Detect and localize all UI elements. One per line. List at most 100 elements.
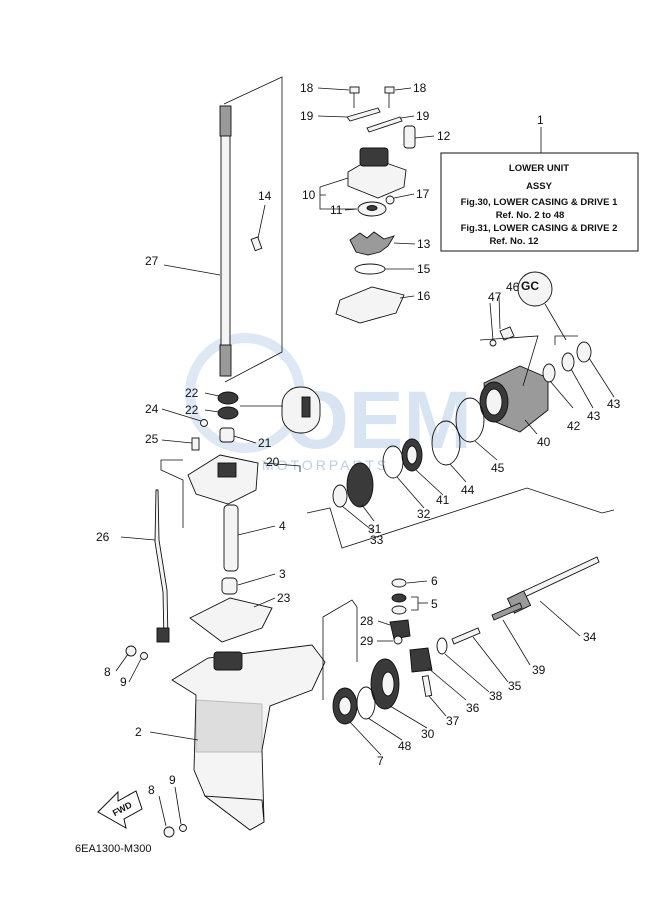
callout-35: 35	[508, 679, 522, 693]
callout-25: 25	[145, 432, 159, 446]
pin-37	[421, 675, 433, 697]
callout-22: 22	[185, 403, 199, 417]
grommet-3	[221, 577, 238, 595]
drive-shaft-27	[219, 105, 232, 377]
bearing-housing-20	[187, 454, 259, 505]
shim-33	[332, 484, 348, 508]
callout-9: 9	[120, 675, 127, 689]
callout-23: 23	[277, 591, 291, 605]
callout-33: 33	[370, 533, 384, 547]
assy-ref2-nos: Ref. No. 12	[489, 236, 538, 247]
callout-17: 17	[416, 187, 430, 201]
callout-20: 20	[266, 455, 280, 469]
callout-7: 7	[377, 754, 384, 768]
callout-45: 45	[491, 461, 505, 475]
washer-5b	[391, 605, 407, 615]
bolt-18-right	[384, 86, 395, 94]
callout-1: 1	[537, 113, 544, 127]
svg-text:GC: GC	[521, 279, 539, 293]
bolt-46	[499, 326, 515, 341]
pinion-28	[389, 619, 411, 640]
washer-42	[542, 363, 556, 383]
watermark: OEM MOTORPARTS	[185, 333, 472, 473]
bolt-8-top	[125, 645, 137, 657]
callout-6: 6	[431, 574, 438, 588]
callout-2: 2	[135, 725, 142, 739]
outer-plate-16	[335, 286, 405, 324]
plate-19-right	[366, 116, 403, 133]
callout-4: 4	[279, 519, 286, 533]
shim-32	[382, 445, 404, 479]
callout-8: 8	[148, 783, 155, 797]
diagram-code: 6EA1300-M300	[75, 843, 151, 855]
washer-9-bottom	[179, 824, 187, 832]
bolt-18-left	[349, 86, 360, 94]
callout-19: 19	[416, 109, 430, 123]
callout-44: 44	[461, 483, 475, 497]
callout-42: 42	[567, 419, 581, 433]
callout-8: 8	[104, 665, 111, 679]
leader-lines	[115, 87, 615, 827]
callout-21: 21	[258, 436, 272, 450]
callout-38: 38	[489, 689, 503, 703]
callout-37: 37	[446, 714, 460, 728]
callout-41: 41	[436, 493, 450, 507]
grommet-17	[385, 195, 395, 205]
callout-15: 15	[417, 262, 431, 276]
callout-18: 18	[413, 81, 427, 95]
washer-43a	[561, 352, 575, 372]
driveshaft-group-outline	[223, 76, 283, 383]
bevel-gear-31	[346, 462, 374, 508]
callout-36: 36	[466, 701, 480, 715]
prop-shaft-housing-group: GC	[306, 271, 615, 549]
callout-14: 14	[258, 189, 272, 203]
shift-rod-26	[154, 489, 170, 643]
washer-47	[489, 339, 497, 347]
callout-9: 9	[169, 773, 176, 787]
assy-ref2-fig: Fig.31, LOWER CASING & DRIVE 2	[461, 223, 618, 234]
shim-48	[356, 686, 376, 720]
callout-19: 19	[300, 109, 314, 123]
callout-34: 34	[583, 630, 597, 644]
water-pump-parts	[335, 86, 416, 324]
bolt-8-bottom	[163, 826, 175, 838]
callout-3: 3	[279, 567, 286, 581]
bearing-5a	[391, 593, 407, 603]
grease-gc-icon	[517, 271, 553, 307]
oil-seal-22a	[217, 391, 239, 405]
callout-29: 29	[360, 634, 374, 648]
seal-insert-detail	[281, 386, 321, 434]
plate-19-left	[346, 107, 381, 122]
callout-27: 27	[145, 254, 159, 268]
oring-24	[200, 419, 208, 427]
assy-title-line1: LOWER UNIT	[509, 163, 569, 174]
dog-clutch-36	[409, 647, 433, 673]
callout-26: 26	[96, 530, 110, 544]
oring-44	[431, 420, 461, 466]
callout-11: 11	[330, 203, 343, 217]
callout-22: 22	[185, 386, 199, 400]
ring-38	[436, 637, 448, 655]
callout-24: 24	[145, 402, 159, 416]
callout-43: 43	[607, 397, 621, 411]
assy-reference-box: 1 LOWER UNIT ASSY Fig.30, LOWER CASING &…	[440, 113, 639, 252]
fwd-arrow-icon: FWD	[97, 790, 143, 829]
oring-15	[354, 263, 386, 275]
callout-18: 18	[300, 81, 314, 95]
washer-6	[391, 578, 407, 588]
callout-12: 12	[437, 129, 451, 143]
assy-ref1-nos: Ref. No. 2 to 48	[496, 210, 565, 221]
callout-30: 30	[421, 727, 435, 741]
callout-47: 47	[488, 290, 502, 304]
bearing-housing-parts	[187, 386, 321, 505]
prop-shaft-group	[322, 556, 600, 725]
callout-labels: 18 18 19 19 12 10 17 11 13 15 16 14 27 4…	[96, 81, 621, 797]
callout-13: 13	[417, 237, 431, 251]
washer-9-top	[140, 652, 148, 660]
callout-31: 31	[368, 522, 382, 536]
callout-48: 48	[398, 739, 412, 753]
callout-40: 40	[537, 435, 551, 449]
oil-seal-22b	[217, 406, 239, 420]
pump-housing-top	[359, 147, 389, 167]
